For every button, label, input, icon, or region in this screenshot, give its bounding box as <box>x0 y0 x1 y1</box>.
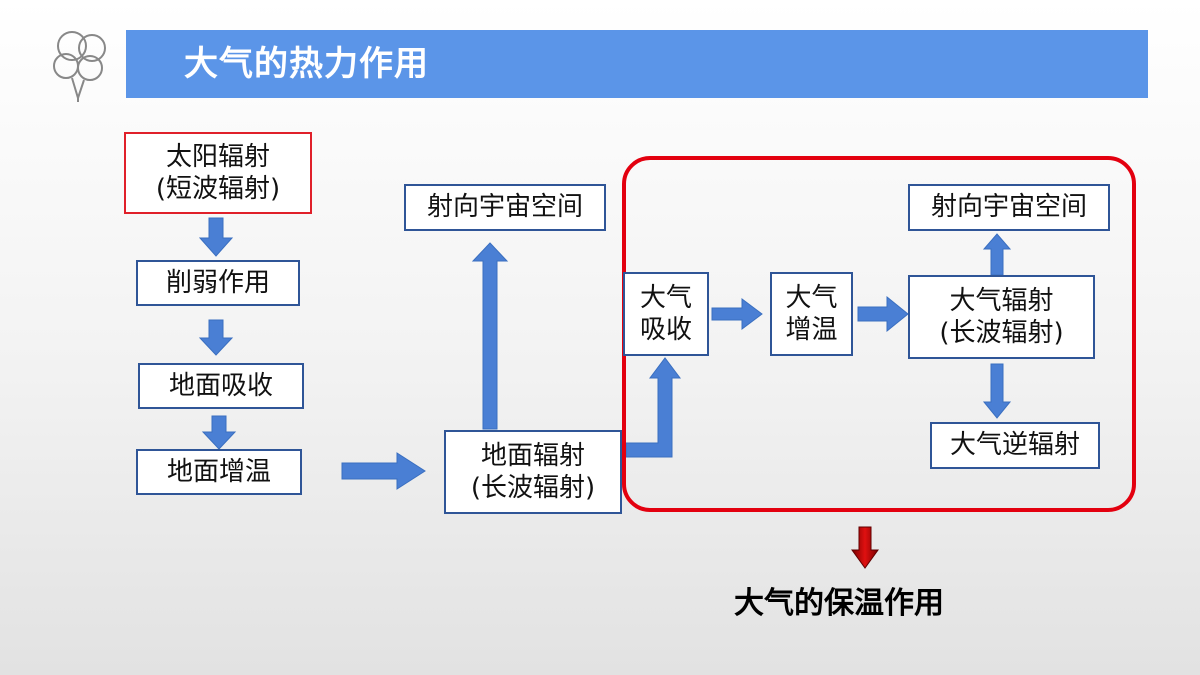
arrow-to-conclusion <box>851 526 879 569</box>
node-atmos-warm-line2: 增温 <box>785 315 838 345</box>
node-space-left: 射向宇宙空间 <box>404 184 606 231</box>
title-bar: 大气的热力作用 <box>126 30 1148 98</box>
arrow-atmos-radiation-to-space <box>982 233 1012 276</box>
node-ground-radiation-line1: 地面辐射 <box>480 440 585 471</box>
page-title: 大气的热力作用 <box>184 44 429 84</box>
node-space-right-label: 射向宇宙空间 <box>930 192 1087 223</box>
node-solar-radiation-line2: (短波辐射) <box>155 174 281 204</box>
node-ground-radiation-line2: (长波辐射) <box>470 473 596 503</box>
node-atmos-warm: 大气 增温 <box>770 272 853 356</box>
node-atmos-absorb: 大气 吸收 <box>623 272 709 356</box>
arrow-atmos-radiation-to-counter <box>982 363 1012 419</box>
node-ground-absorb-label: 地面吸收 <box>168 370 273 401</box>
node-space-left-label: 射向宇宙空间 <box>426 192 583 223</box>
node-solar-radiation: 太阳辐射 (短波辐射) <box>124 132 312 214</box>
arrow-absorb-to-warm <box>201 415 237 450</box>
node-atmos-radiation-line2: (长波辐射) <box>939 318 1064 348</box>
node-counter-radiation: 大气逆辐射 <box>930 422 1100 469</box>
node-atmos-radiation-line1: 大气辐射 <box>949 285 1054 316</box>
node-solar-radiation-line1: 太阳辐射 <box>165 141 270 172</box>
node-counter-radiation-label: 大气逆辐射 <box>949 430 1080 461</box>
balloons-logo-icon <box>53 31 106 102</box>
node-ground-absorb: 地面吸收 <box>138 363 304 409</box>
arrow-warm-to-radiation <box>341 452 426 490</box>
arrow-absorb-to-atmos-warm <box>711 298 763 330</box>
node-weakening-label: 削弱作用 <box>165 267 270 298</box>
node-space-right: 射向宇宙空间 <box>908 184 1110 231</box>
node-atmos-absorb-line1: 大气 <box>639 282 692 313</box>
arrow-radiation-to-space <box>471 242 509 430</box>
arrow-solar-to-weakening <box>198 217 234 257</box>
node-ground-warm-label: 地面增温 <box>166 456 271 487</box>
node-atmos-absorb-line2: 吸收 <box>639 315 692 345</box>
node-ground-radiation: 地面辐射 (长波辐射) <box>444 430 622 514</box>
conclusion-label: 大气的保温作用 <box>734 586 944 621</box>
arrow-atmos-warm-to-radiation <box>857 295 909 333</box>
arrow-radiation-to-atmos-absorb <box>625 357 681 458</box>
node-weakening: 削弱作用 <box>136 260 300 306</box>
node-ground-warm: 地面增温 <box>136 449 302 495</box>
node-atmos-radiation: 大气辐射 (长波辐射) <box>908 275 1095 359</box>
arrow-weakening-to-absorb <box>198 319 234 356</box>
node-atmos-warm-line1: 大气 <box>785 282 838 313</box>
